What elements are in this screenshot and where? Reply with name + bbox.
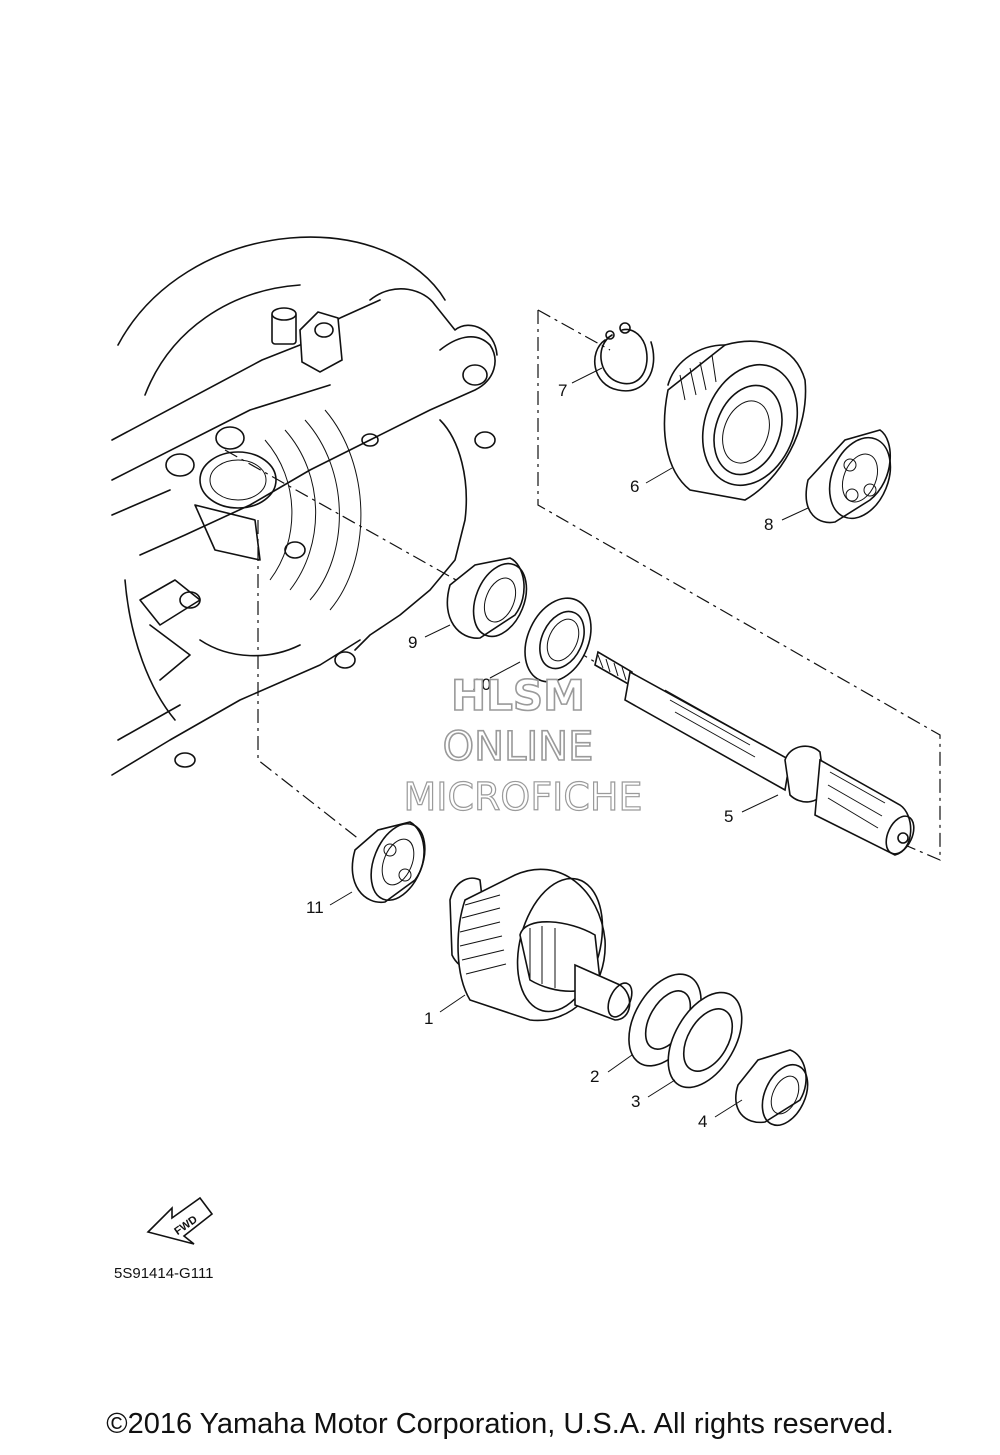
part-label-10: 10 (472, 675, 491, 694)
part-label-9: 9 (408, 633, 417, 652)
watermark-line-1: HLSM (451, 671, 585, 720)
part-10-oil-seal (524, 597, 592, 683)
part-7-circlip (594, 322, 655, 392)
part-label-4: 4 (698, 1112, 707, 1131)
part-5-shaft (594, 650, 915, 856)
part-6-gear (663, 340, 807, 501)
watermark-line-2: ONLINE (443, 724, 594, 770)
copyright-notice: ©2016 Yamaha Motor Corporation, U.S.A. A… (106, 1408, 894, 1440)
part-8-bearing (805, 429, 892, 524)
part-label-2: 2 (590, 1067, 599, 1086)
part-label-3: 3 (631, 1092, 640, 1111)
part-label-11: 11 (306, 898, 324, 917)
part-labels: 1 2 3 4 5 6 7 8 9 10 11 (306, 381, 773, 1131)
part-label-5: 5 (724, 807, 733, 826)
part-label-6: 6 (630, 477, 639, 496)
part-4-needle-bearing (735, 1049, 809, 1127)
part-label-7: 7 (558, 381, 567, 400)
crankcase-cover (111, 236, 498, 776)
watermark: HLSM ONLINE MICROFICHE (403, 670, 643, 819)
part-label-1: 1 (424, 1009, 433, 1028)
diagram-code: 5S91414-G111 (114, 1265, 214, 1282)
part-1-gear (449, 868, 633, 1022)
fwd-arrow-icon: FWD (146, 1196, 214, 1245)
part-11-bearing (351, 821, 426, 904)
watermark-line-3: MICROFICHE (403, 775, 642, 819)
part-label-8: 8 (764, 515, 773, 534)
part-3-washer (667, 991, 743, 1089)
part-9-bearing (446, 557, 528, 639)
leader-lines (329, 367, 809, 1118)
